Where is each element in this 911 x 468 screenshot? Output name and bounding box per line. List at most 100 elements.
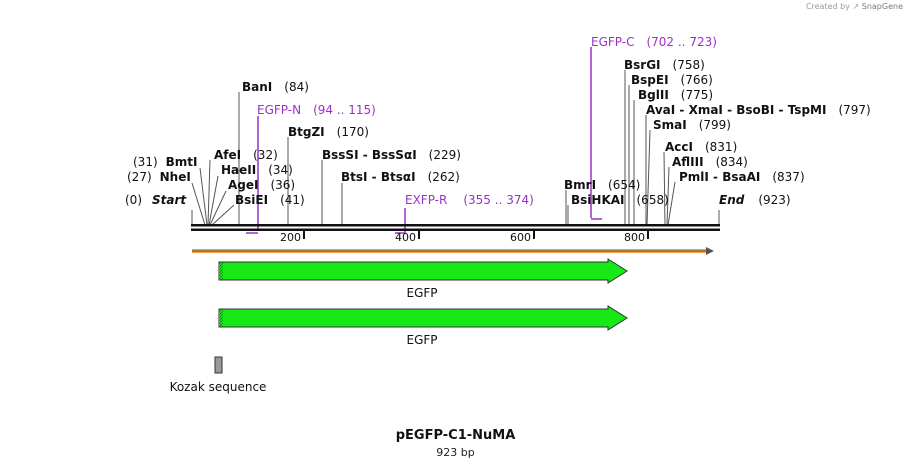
feature-egfp-1 (218, 258, 628, 284)
enzyme-pos-bmti: (31) (133, 155, 158, 169)
cut-line-afliii (666, 166, 670, 226)
snapgene-credit: Created by ↗ SnapGene (806, 2, 903, 11)
cut-line-bmti (199, 167, 208, 226)
enzyme-label-acci: AccI (831) (665, 140, 737, 154)
enzyme-pos-btgzi: (170) (337, 125, 369, 139)
enzyme-label-afliii: AflIII (834) (672, 155, 748, 169)
enzyme-name-end: End (719, 193, 745, 207)
feature-label-egfp-1: EGFP (406, 286, 437, 300)
enzyme-label-bmti: (31) BmtI (133, 155, 198, 169)
feature-label-egfp-2: EGFP (406, 333, 437, 347)
primer-label-egfp-n: EGFP-N (94 .. 115) (257, 103, 376, 117)
enzyme-pos-bsihkai: (658) (637, 193, 669, 207)
enzyme-pos-btsi: (262) (428, 170, 460, 184)
feature-arrow-egfp-1 (218, 258, 628, 284)
enzyme-name-btgzi: BtgZI (288, 125, 325, 139)
enzyme-pos-afliii: (834) (716, 155, 748, 169)
enzyme-cut-lines (191, 70, 720, 226)
primer-name-egfp-n: EGFP-N (257, 103, 301, 117)
enzyme-name-nhei: NheI (160, 170, 191, 184)
enzyme-name-pmli: PmlI - BsaAI (679, 170, 760, 184)
primer-label-exfp-r: EXFP-R (355 .. 374) (405, 193, 534, 207)
map-length: 923 bp (436, 446, 475, 459)
enzyme-pos-pmli: (837) (772, 170, 804, 184)
orf-arrow (192, 247, 714, 255)
enzyme-pos-end: (923) (758, 193, 790, 207)
enzyme-name-bglii: BglII (638, 88, 669, 102)
enzyme-name-btsi: BtsI - BtsαI (341, 170, 416, 184)
enzyme-name-bsssi: BssSI - BssSαI (322, 148, 417, 162)
enzyme-name-bspei: BspEI (631, 73, 669, 87)
cut-line-smai (646, 129, 651, 226)
enzyme-name-bmti: BmtI (166, 155, 198, 169)
primer-range-egfp-n: (94 .. 115) (313, 103, 376, 117)
enzyme-label-bglii: BglII (775) (638, 88, 713, 102)
enzyme-pos-bsiei: (41) (280, 193, 305, 207)
enzyme-name-bsihkai: BsiHKAI (571, 193, 625, 207)
sequence-backbone (191, 224, 720, 227)
cut-line-acci (663, 151, 666, 226)
primer-range-egfp-c: (702 .. 723) (646, 35, 716, 49)
primer-label-egfp-c: EGFP-C (702 .. 723) (591, 35, 717, 49)
enzyme-name-bsrgi: BsrGI (624, 58, 661, 72)
enzyme-label-btsi: BtsI - BtsαI (262) (341, 170, 460, 184)
enzyme-name-agei: AgeI (228, 178, 258, 192)
tick-label-800: 800 (624, 231, 645, 244)
enzyme-name-bsiei: BsiEI (235, 193, 268, 207)
enzyme-pos-agei: (36) (270, 178, 295, 192)
primer-name-egfp-c: EGFP-C (591, 35, 634, 49)
enzyme-pos-smai: (799) (699, 118, 731, 132)
cut-line-nhei (191, 182, 206, 226)
enzyme-pos-bmri: (654) (608, 178, 640, 192)
tick-label-400: 400 (395, 231, 416, 244)
tick-label-600: 600 (510, 231, 531, 244)
enzyme-name-bmri: BmrI (564, 178, 596, 192)
tick-label-200: 200 (280, 231, 301, 244)
enzyme-label-bsihkai: BsiHKAI (658) (571, 193, 669, 207)
enzyme-name-avai: AvaI - XmaI - BsoBI - TspMI (646, 103, 826, 117)
enzyme-name-haeii: HaeII (221, 163, 256, 177)
enzyme-label-bmri: BmrI (654) (564, 178, 640, 192)
enzyme-label-afei: AfeI (32) (214, 148, 278, 162)
enzyme-label-btgzi: BtgZI (170) (288, 125, 369, 139)
enzyme-label-pmli: PmlI - BsaAI (837) (679, 170, 805, 184)
primer-name-exfp-r: EXFP-R (405, 193, 447, 207)
ruler-ticks (303, 230, 649, 239)
snapgene-logo-icon: ↗ (852, 2, 860, 11)
enzyme-pos-bani: (84) (284, 80, 309, 94)
cut-line-agei (209, 190, 227, 226)
enzyme-name-afliii: AflIII (672, 155, 704, 169)
feature-egfp-2 (218, 305, 628, 331)
enzyme-pos-acci: (831) (705, 140, 737, 154)
enzyme-pos-avai: (797) (838, 103, 870, 117)
enzyme-pos-bspei: (766) (681, 73, 713, 87)
enzyme-label-bsiei: BsiEI (41) (235, 193, 305, 207)
enzyme-label-bsrgi: BsrGI (758) (624, 58, 705, 72)
feature-label-kozak: Kozak sequence (170, 380, 267, 394)
enzyme-label-bani: BanI (84) (242, 80, 309, 94)
enzyme-pos-bsssi: (229) (429, 148, 461, 162)
enzyme-name-afei: AfeI (214, 148, 241, 162)
feature-arrow-egfp-2 (218, 305, 628, 331)
enzyme-label-haeii: HaeII (34) (221, 163, 293, 177)
primer-range-exfp-r: (355 .. 374) (463, 193, 533, 207)
enzyme-pos-haeii: (34) (268, 163, 293, 177)
map-title: pEGFP-C1-NuMA (395, 428, 516, 443)
enzyme-pos-start: (0) (125, 193, 142, 207)
enzyme-name-acci: AccI (665, 140, 693, 154)
enzyme-label-agei: AgeI (36) (228, 178, 295, 192)
enzyme-label-nhei: (27)NheI (127, 170, 191, 184)
enzyme-pos-bglii: (775) (681, 88, 713, 102)
feature-kozak-box (214, 356, 223, 374)
enzyme-pos-afei: (32) (253, 148, 278, 162)
enzyme-label-end: End (923) (719, 193, 791, 207)
sequence-backbone-lower (191, 228, 720, 231)
enzyme-name-start: Start (152, 193, 187, 207)
enzyme-label-bspei: BspEI (766) (631, 73, 713, 87)
enzyme-label-start: (0) Start (125, 193, 187, 207)
enzyme-name-bani: BanI (242, 80, 272, 94)
cut-line-bsiei (211, 204, 235, 226)
cut-line-haeii (208, 175, 219, 226)
enzyme-pos-bsrgi: (758) (673, 58, 705, 72)
